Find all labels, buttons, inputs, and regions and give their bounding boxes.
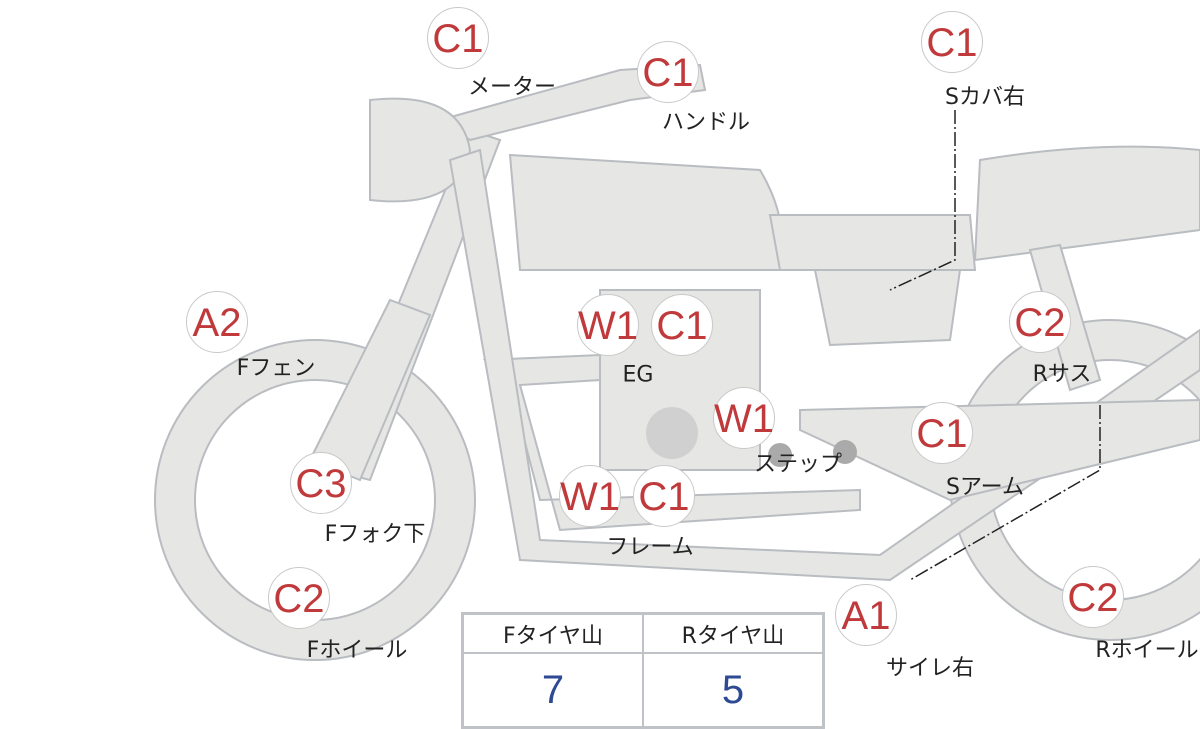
side-cover [813,269,962,347]
label-front-fender: Fフェン [236,356,316,381]
badge-meter: C1 [427,7,489,69]
badge-step: W1 [713,387,775,449]
label-meter: メーター [467,75,557,100]
label-fork-lower: Fフォク下 [324,522,426,547]
badge-rear-wheel: C2 [1062,566,1124,628]
rear-tire-value: 5 [642,652,825,729]
rear-fender [973,145,1200,262]
rear-tire-header: Rタイヤ山 [642,612,825,654]
badge-frame-2: C1 [633,465,695,527]
label-handle: ハンドル [661,110,751,135]
label-front-wheel: Fホイール [306,638,408,663]
label-rear-wheel: Rホイール [1095,638,1199,663]
badge-engine-2: C1 [651,294,713,356]
badge-front-fender: A2 [186,291,248,353]
headlight [369,97,472,203]
label-engine: EG [622,362,654,388]
swingarm [799,398,1200,502]
label-frame: フレーム [606,535,694,560]
badge-handle: C1 [637,41,699,103]
badge-frame-1: W1 [559,465,621,527]
badge-engine-1: W1 [577,294,639,356]
front-tire-header: Fタイヤ山 [461,612,644,654]
badge-muffler: A1 [835,584,897,646]
label-side-cover: Sカバ右 [945,85,1025,110]
badge-swingarm: C1 [911,402,973,464]
badge-side-cover: C1 [921,11,983,73]
badge-front-wheel: C2 [268,567,330,629]
label-swingarm: Sアーム [946,475,1024,500]
seat [768,214,977,271]
badge-rear-suspension: C2 [1009,291,1071,353]
label-step: ステップ [753,452,843,477]
tire-tread-table: Fタイヤ山 Rタイヤ山 7 5 [461,612,825,729]
badge-fork-lower: C3 [290,452,352,514]
front-tire-value: 7 [461,652,644,729]
label-muffler: サイレ右 [885,656,975,681]
label-rear-suspension: Rサス [1032,362,1092,387]
fuel-tank [508,153,784,271]
